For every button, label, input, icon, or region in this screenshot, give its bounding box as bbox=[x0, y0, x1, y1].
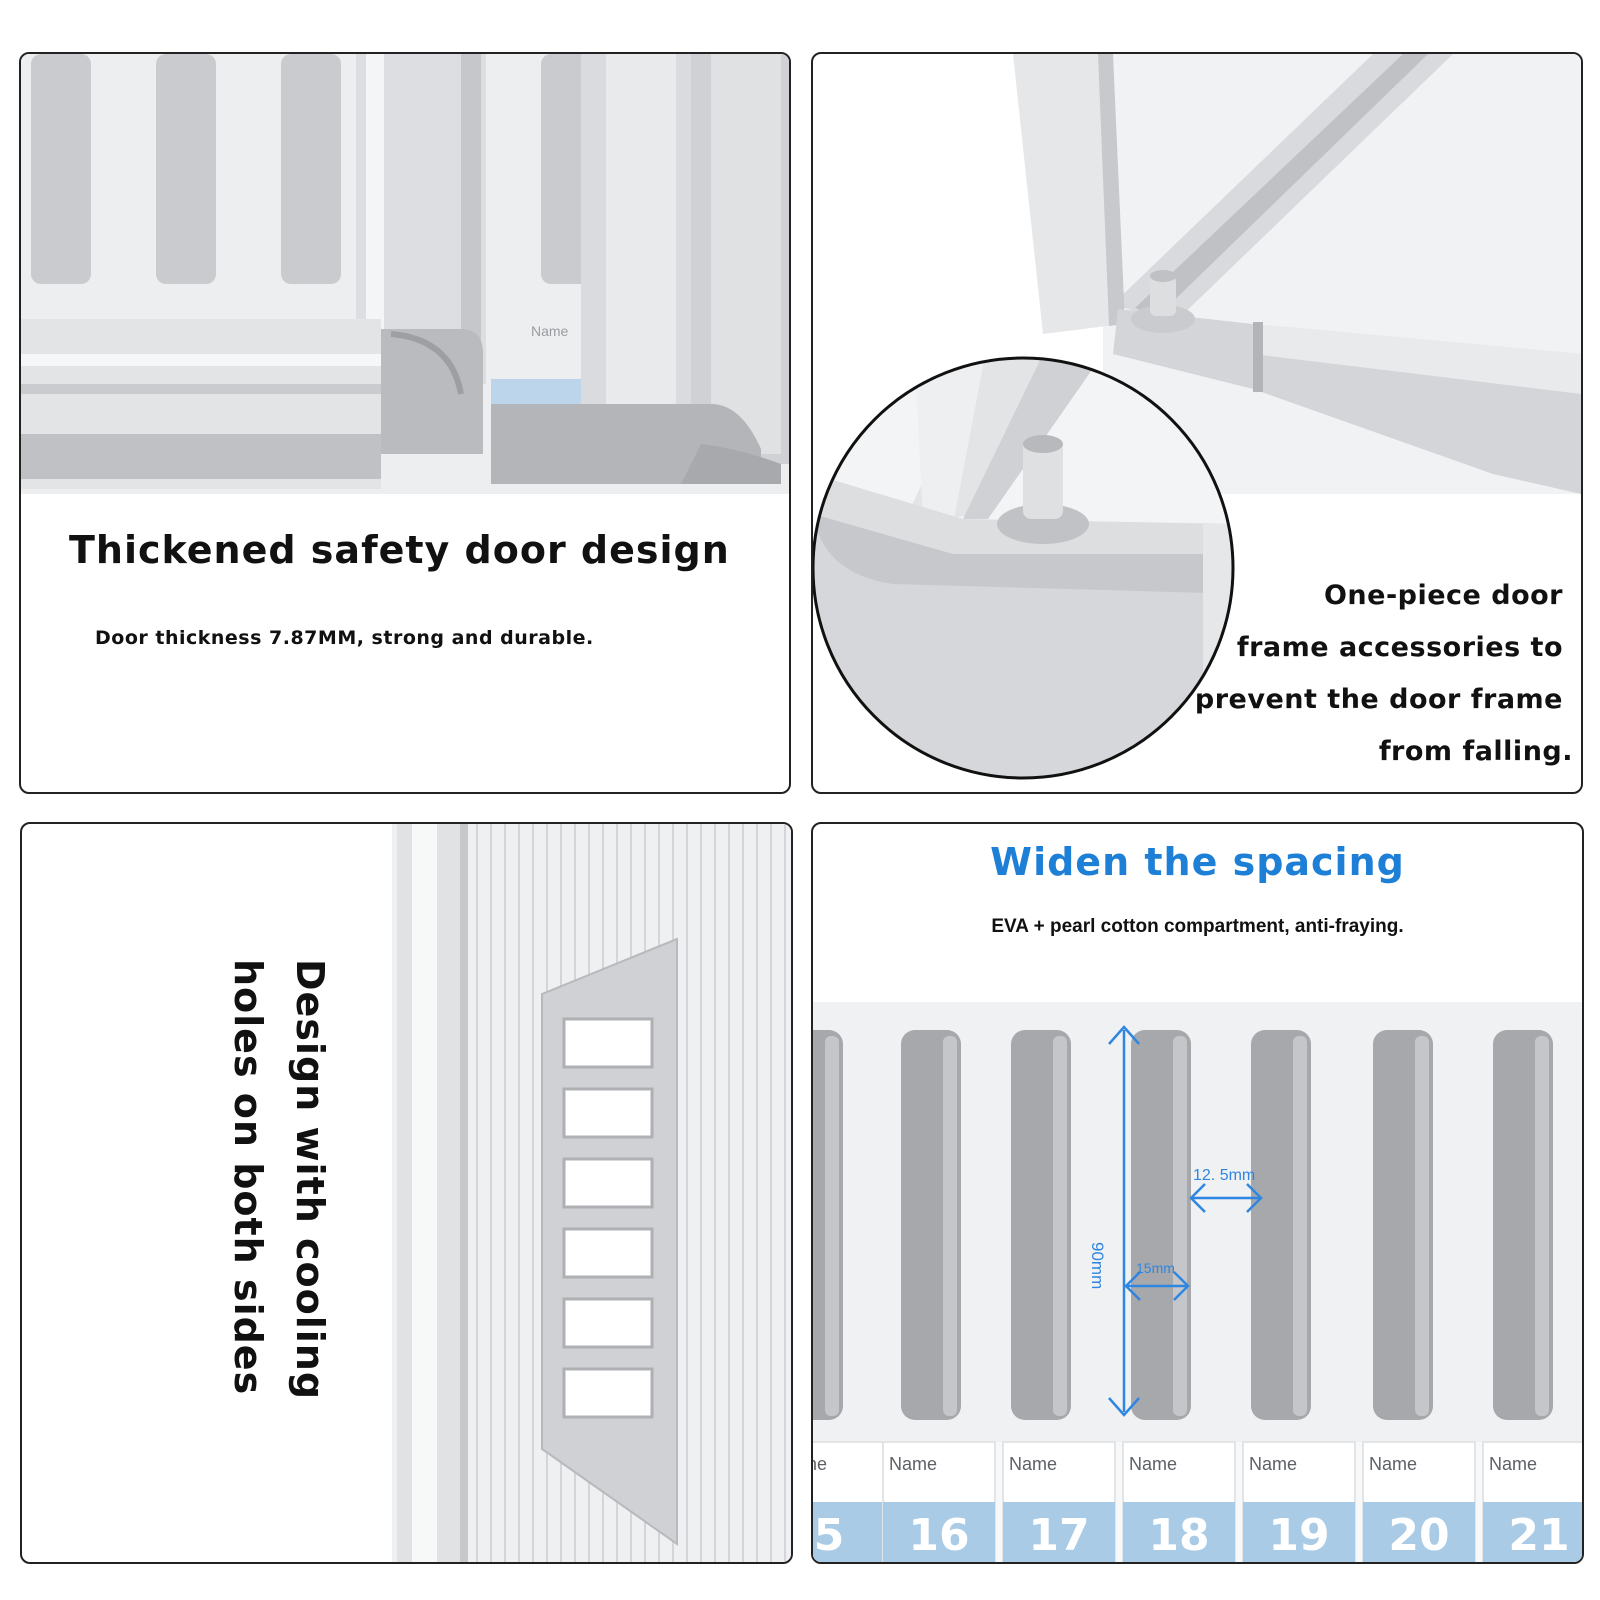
panel3-line-1: Design with cooling bbox=[288, 959, 332, 1401]
panel-spacing: Widen the spacing EVA + pearl cotton com… bbox=[811, 822, 1584, 1564]
panel2-caption-line-4: from falling. bbox=[1378, 736, 1573, 767]
vent-hole bbox=[562, 1367, 654, 1419]
slot-number: 18 bbox=[1148, 1510, 1209, 1561]
slot-name-label: Name bbox=[1369, 1454, 1417, 1474]
panel2-caption-line-2: frame accessories to bbox=[1236, 632, 1563, 663]
panel1-title: Thickened safety door design bbox=[69, 528, 730, 572]
slot-number: 17 bbox=[1028, 1510, 1089, 1561]
door-corner-illustration: Name Name Name Name bbox=[21, 54, 789, 494]
dim-width-label: 15mm bbox=[1136, 1260, 1175, 1276]
vent-hole bbox=[562, 1297, 654, 1349]
panel-thickened-door: Name Name Name Name Thickened safety doo… bbox=[19, 52, 791, 794]
slot-name-label: Name bbox=[1009, 1454, 1057, 1474]
panel1-subtitle: Door thickness 7.87MM, strong and durabl… bbox=[95, 627, 594, 649]
panel3-line-2: holes on both sides bbox=[226, 959, 270, 1396]
panel4-subtitle: EVA + pearl cotton compartment, anti-fra… bbox=[991, 916, 1404, 937]
slot-number: 5 bbox=[814, 1510, 845, 1561]
slot-name-label: Name bbox=[889, 1454, 937, 1474]
slot-name-label: Name bbox=[1129, 1454, 1177, 1474]
cooling-vent-illustration bbox=[392, 824, 791, 1562]
panel2-caption: One-piece door frame accessories to prev… bbox=[1133, 570, 1573, 778]
panel3-vertical-text: Design with cooling holes on both sides bbox=[217, 959, 332, 1429]
slot-number: 20 bbox=[1388, 1510, 1449, 1561]
panel2-caption-line-1: One-piece door bbox=[1323, 580, 1563, 611]
frame-accessory-illustration bbox=[813, 54, 1581, 780]
slot-name-label: Name bbox=[1249, 1454, 1297, 1474]
panel2-caption-line-3: prevent the door frame bbox=[1194, 684, 1563, 715]
panel-cooling-holes: Design with cooling holes on both sides bbox=[20, 822, 793, 1564]
panel4-title: Widen the spacing bbox=[990, 840, 1405, 884]
vent-hole bbox=[562, 1017, 654, 1069]
slot-number: 21 bbox=[1508, 1510, 1569, 1561]
vent-hole bbox=[562, 1157, 654, 1209]
vent-hole bbox=[562, 1227, 654, 1279]
dim-height-label: 90mm bbox=[1088, 1242, 1107, 1290]
dim-gap-label: 12. 5mm bbox=[1193, 1167, 1256, 1184]
vent-hole bbox=[562, 1087, 654, 1139]
slot-name-label: Name bbox=[1489, 1454, 1537, 1474]
slot-name-label: Name bbox=[813, 1454, 827, 1474]
panel-frame-accessory: One-piece door frame accessories to prev… bbox=[811, 52, 1583, 794]
svg-text:Name: Name bbox=[531, 323, 569, 339]
foam-compartment-illustration: Name 5 Name 16 Name 17 Name 18 Name 19 Name 20 Name 2… bbox=[813, 1002, 1582, 1562]
slot-number: 16 bbox=[908, 1510, 969, 1561]
slot-number: 19 bbox=[1268, 1510, 1329, 1561]
